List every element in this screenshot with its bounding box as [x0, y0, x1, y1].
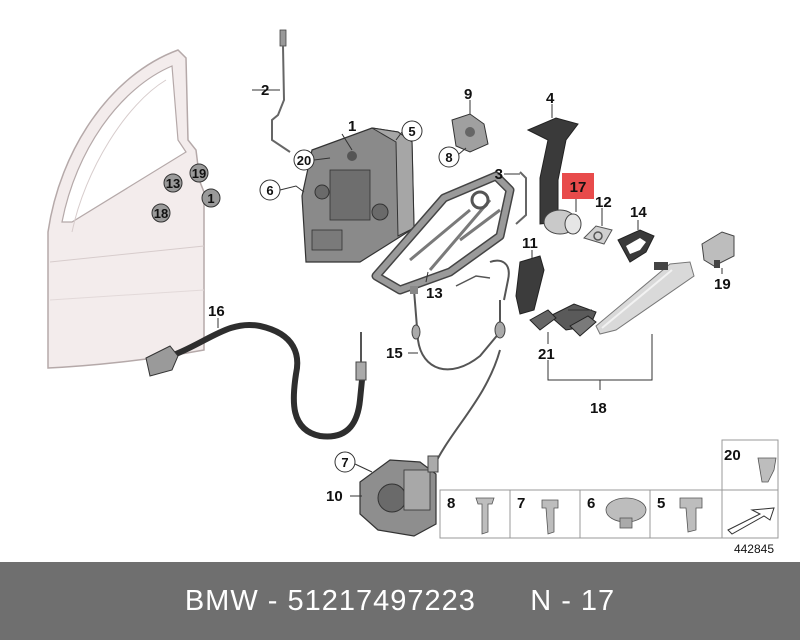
label-1-door: 1 — [207, 191, 214, 206]
rod-part-3: 3 — [495, 166, 527, 225]
label-6-circle: 6 — [266, 183, 273, 198]
wiring-harness-part-16: 16 — [145, 303, 367, 440]
legend-label-20: 20 — [724, 447, 741, 464]
label-5-circle: 5 — [408, 124, 415, 139]
legend-label-5: 5 — [657, 495, 665, 512]
part-21: 21 — [529, 309, 557, 363]
seal-part-12: 12 — [583, 194, 613, 245]
rod-part-2: 2 — [252, 29, 291, 153]
label-10: 10 — [326, 488, 343, 505]
door-lock-part-1: 1 5 20 6 — [259, 118, 423, 263]
bowden-cable-part-15: 15 — [386, 259, 510, 371]
label-19: 19 — [714, 276, 731, 293]
label-21: 21 — [538, 346, 555, 363]
label-9: 9 — [464, 86, 472, 103]
diagram-number: 442845 — [734, 542, 774, 556]
label-20-circle: 20 — [297, 153, 311, 168]
label-14: 14 — [630, 204, 647, 221]
fastener-legend: 8 7 6 5 20 442845 — [439, 439, 779, 556]
part-number-footer: BMW - 51217497223 N - 17 — [0, 562, 800, 640]
arrow-icon — [727, 507, 775, 535]
label-16: 16 — [208, 303, 225, 320]
label-15: 15 — [386, 345, 403, 362]
label-4: 4 — [546, 90, 555, 107]
bracket-part-11: 11 — [515, 235, 545, 315]
label-11: 11 — [522, 235, 538, 252]
label-17: 17 — [570, 179, 587, 196]
striker-part-9: 9 8 — [438, 86, 489, 168]
door-markers: 13 19 18 1 — [151, 163, 221, 223]
parts-diagram: 13 19 18 1 2 1 5 20 6 — [47, 29, 779, 556]
label-19-door: 19 — [192, 166, 206, 181]
outer-handle-part-18: 18 — [547, 261, 695, 417]
actuator-part-10: 10 7 — [326, 349, 501, 537]
label-18-door: 18 — [154, 206, 168, 221]
lock-cylinder-part-17: 17 — [543, 173, 594, 235]
footer-text: BMW - 51217497223 N - 17 — [184, 584, 616, 617]
legend-label-8: 8 — [447, 495, 455, 512]
label-12: 12 — [595, 194, 612, 211]
label-2: 2 — [261, 82, 269, 99]
gasket-part-14: 14 — [617, 204, 655, 263]
handle-carrier-part-13: 13 — [371, 171, 515, 302]
label-13: 13 — [426, 285, 443, 302]
legend-label-7: 7 — [517, 495, 525, 512]
bracket-part-4: 4 — [526, 90, 579, 225]
handle-cap-part-19: 19 — [701, 231, 735, 293]
label-3: 3 — [495, 166, 503, 183]
label-13-door: 13 — [166, 176, 180, 191]
label-8-circle: 8 — [445, 150, 452, 165]
highlight-box — [562, 173, 594, 199]
label-1: 1 — [348, 118, 356, 135]
legend-label-6: 6 — [587, 495, 595, 512]
label-18: 18 — [590, 400, 607, 417]
label-7-circle: 7 — [341, 455, 348, 470]
door-panel — [47, 49, 205, 369]
